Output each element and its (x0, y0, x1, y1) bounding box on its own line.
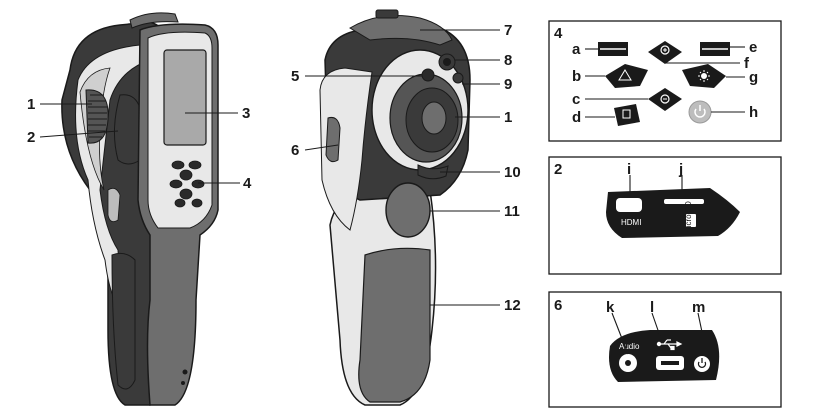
micro-sd-slot (664, 199, 704, 204)
callout-2: 2 (27, 129, 35, 146)
alarm-button (605, 64, 648, 88)
keypad (169, 160, 205, 208)
callout-11: 11 (504, 203, 520, 220)
handle-inlay (107, 187, 121, 223)
panel-keypad-frame (548, 20, 782, 142)
hdmi-label: HDMI (621, 218, 641, 227)
port-label-i: i (627, 161, 631, 178)
led-lamp (452, 72, 464, 84)
display-screen (163, 49, 207, 146)
power-button (688, 100, 712, 124)
sun-icon (701, 73, 707, 79)
panel-ports-hdmi-number: 2 (554, 161, 562, 178)
key-label-g: g (749, 69, 758, 86)
camera-front-view (61, 12, 219, 406)
audio-label: Audio (619, 342, 640, 351)
port-label-k: k (606, 299, 615, 316)
micro-sd-label: micro SD (684, 201, 693, 234)
key-label-b: b (572, 68, 581, 85)
lens-glass (421, 101, 447, 135)
panel-ports-hdmi: 2 HDMI micro SD i j (548, 156, 782, 275)
laser-pointer-inner (443, 58, 451, 66)
gallery-icon (622, 109, 631, 119)
port-plate-hdmi (606, 188, 740, 238)
leaders-right (304, 29, 500, 306)
gallery-button (614, 104, 640, 126)
digital-camera-lens (421, 68, 435, 82)
camera-lens-view (319, 9, 471, 406)
tripod-screw (182, 369, 188, 375)
callout-10: 10 (504, 164, 521, 181)
key-label-a: a (572, 41, 581, 58)
lens-cap-clip (375, 9, 399, 19)
port-label-l: l (650, 299, 654, 316)
panel-keypad-number: 4 (554, 25, 563, 42)
handle-grip-left (111, 252, 136, 390)
lens-cover-hinge (417, 164, 449, 180)
handle-grip-right (358, 247, 431, 403)
power-input-icon (697, 361, 707, 368)
micro-sd-icon (686, 214, 696, 227)
port-label-j: j (678, 161, 683, 178)
trigger-grip (113, 94, 143, 165)
zoom-out-icon (660, 94, 670, 104)
hdmi-port (616, 198, 642, 212)
callout-8: 8 (504, 52, 512, 69)
usb-icon (656, 339, 683, 351)
panel-ports-audio: 6 Audio k l m (548, 291, 782, 408)
power-icon (694, 108, 706, 118)
warning-icon (618, 69, 632, 81)
zoom-in-icon (660, 45, 670, 55)
audio-jack-hole (625, 360, 631, 366)
zoom-in-button (648, 41, 682, 64)
callout-6: 6 (291, 142, 299, 159)
panel-keypad: 4 a (548, 20, 782, 142)
strap-eyelet (181, 381, 185, 385)
lens-ring-ribbed (85, 89, 109, 144)
top-clip (129, 12, 179, 29)
callout-3: 3 (242, 105, 250, 122)
side-panel-right (319, 67, 373, 231)
key-label-d: d (572, 109, 581, 126)
callout-1-left: 1 (27, 96, 35, 113)
panel-ports-audio-number: 6 (554, 297, 562, 314)
leaders-left (39, 103, 240, 184)
port-label-m: m (692, 299, 705, 316)
callout-1-right: 1 (504, 109, 512, 126)
key-label-f: f (744, 55, 750, 72)
trigger-button (385, 182, 431, 238)
callout-5: 5 (291, 68, 299, 85)
callout-4: 4 (243, 175, 252, 192)
key-label-e: e (749, 39, 757, 56)
callout-9: 9 (504, 76, 512, 93)
power-input-port (694, 356, 710, 372)
callout-7: 7 (504, 22, 512, 39)
key-label-c: c (572, 91, 580, 108)
callout-12: 12 (504, 297, 521, 314)
key-label-h: h (749, 104, 758, 121)
connector-door (325, 117, 341, 163)
